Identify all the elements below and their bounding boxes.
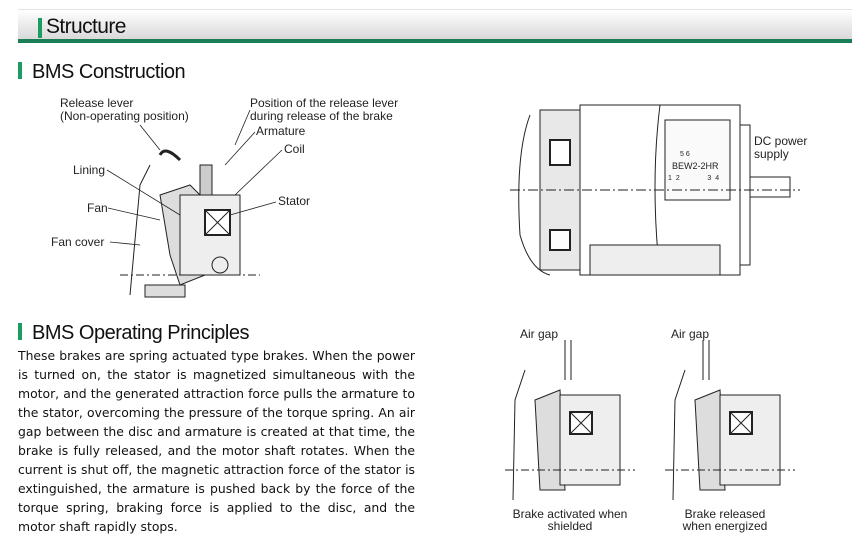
air-gap-label-1: Air gap: [520, 327, 559, 341]
label-armature: Armature: [256, 124, 306, 138]
principles-description: These brakes are spring actuated type br…: [18, 348, 415, 534]
construction-heading: BMS Construction: [18, 61, 186, 84]
accent-bar: [18, 62, 22, 79]
terminal-numbers-lower: 1 2 3 4: [668, 175, 720, 182]
label-fan: Fan: [87, 201, 108, 215]
heading-text: BMS Construction: [32, 61, 186, 83]
brake-cross-section-diagram: [120, 149, 260, 298]
leader-lines: [106, 109, 283, 246]
rectifier-model-label: BEW2-2HR: [672, 161, 719, 171]
principles-heading: BMS Operating Principles: [18, 322, 249, 345]
label-lining: Lining: [73, 163, 106, 177]
label-stator: Stator: [278, 194, 311, 208]
air-gap-label-2: Air gap: [671, 327, 710, 341]
motor-assembly-diagram: [510, 104, 800, 276]
brake-activated-diagram: [505, 340, 635, 501]
heading-text: BMS Operating Principles: [32, 322, 249, 344]
label-coil: Coil: [284, 142, 305, 156]
accent-bar: [18, 323, 22, 340]
brake-released-diagram: [665, 340, 795, 501]
label-release-lever: Release lever(Non-operating position): [60, 96, 189, 123]
label-fan-cover: Fan cover: [51, 235, 105, 249]
terminal-numbers-upper: 5 6: [680, 151, 690, 158]
section-header: Structure: [18, 9, 852, 43]
page-title: Structure: [46, 15, 126, 38]
accent-bar: [38, 18, 42, 38]
